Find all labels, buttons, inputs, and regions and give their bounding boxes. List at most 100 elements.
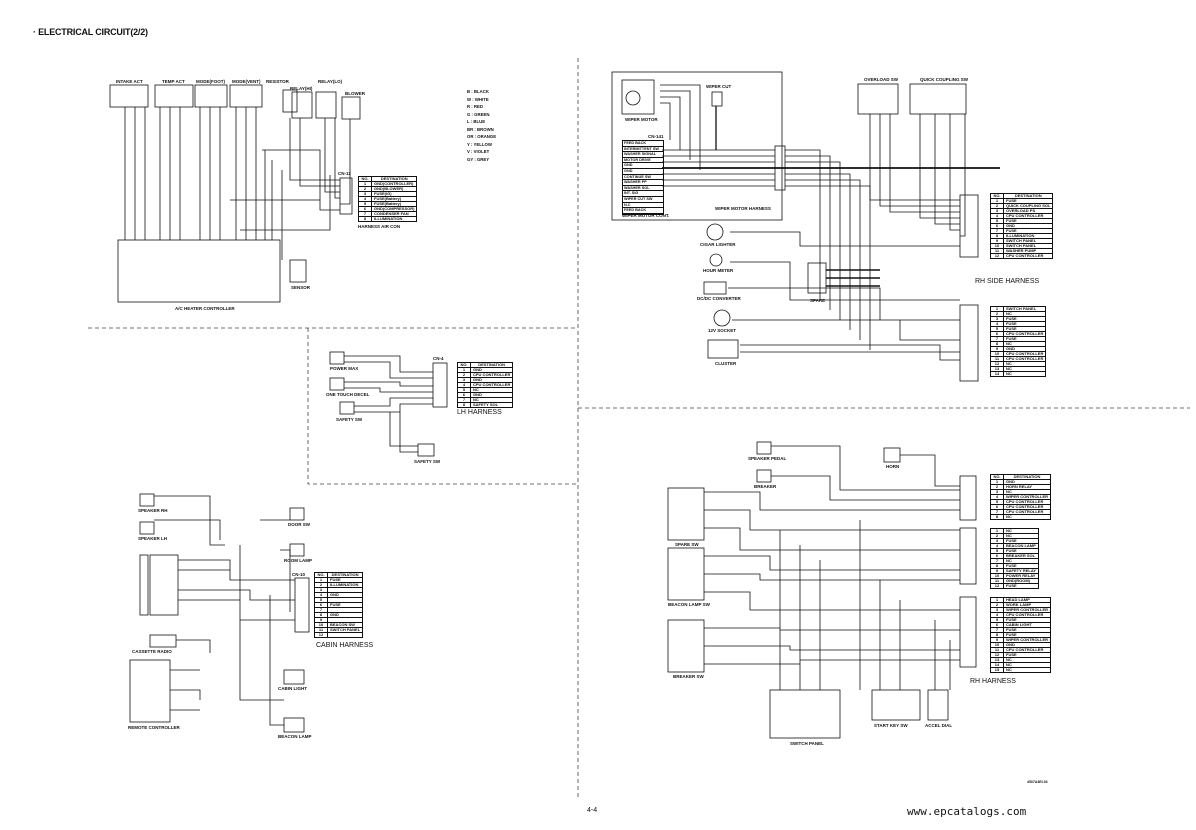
wiper-controller-pin: GND [623, 169, 663, 175]
legend-item: OR : ORANGE [467, 134, 497, 139]
legend-item: GY : GREY [467, 156, 490, 162]
ac-controller-label: A/C HEATER CONTROLLER [175, 306, 235, 311]
hour-meter-label: HOUR METER [703, 268, 734, 273]
pin-number: 8 [457, 402, 471, 408]
mode-vent-label: MODE(VENT) [232, 79, 261, 84]
pin-destination: SAFETY SOL [469, 402, 514, 408]
cabin-wires [154, 495, 295, 726]
wire-color-legend: B : BLACK W : WHITE R : RED G : GREEN L … [467, 88, 496, 163]
legend-item: B : BLACK [467, 89, 489, 94]
lh-section-border [307, 328, 578, 485]
pin-destination: QUICK COUPLING SOL [1002, 203, 1054, 209]
wiper-controller-pin: FEED BACK [623, 141, 663, 147]
aircon-wires [124, 107, 351, 260]
pin-destination: CPU CONTROLLER [1002, 351, 1047, 357]
pin-destination: SWITCH PANEL [326, 627, 364, 633]
beacon-lamp-sw-label: BEACON LAMP SW [668, 602, 710, 607]
pin-destination: CPU CONTROLLER [469, 372, 514, 378]
page-title: · ELECTRICAL CIRCUIT(2/2) [33, 27, 148, 37]
legend-item: W : WHITE [467, 96, 489, 102]
watermark-url: www.epcatalogs.com [907, 805, 1027, 818]
rh-components [667, 441, 977, 739]
pin-number: 12 [990, 583, 1004, 589]
spare-sw-label: SPARE SW [675, 542, 699, 547]
legend-item: L : BLUE [467, 119, 486, 124]
pin-destination: ILLUMINATION [326, 582, 364, 588]
door-sw-label: DOOR SW [288, 522, 310, 527]
section-dividers [88, 58, 1190, 800]
cabin-connector-label: CN-10 [292, 572, 306, 577]
pin-number: 12 [990, 253, 1004, 259]
spare-label: SPARE [810, 298, 826, 303]
pin-number: 14 [990, 371, 1004, 377]
pin-destination: CPU CONTROLLER [1002, 356, 1047, 362]
pin-destination: WIPER CONTROLLER [1003, 637, 1051, 643]
dcdc-converter-label: DC/DC CONVERTER [697, 296, 741, 301]
relay-hi-label: RELAY(HI) [290, 86, 313, 91]
speaker-rh-label: SPEAKER RH [138, 508, 168, 513]
rh-side-harness-label: RH SIDE HARNESS [975, 278, 1040, 285]
breaker-label: BREAKER [754, 484, 777, 489]
wiper-harness-label: WIPER MOTOR HARNESS [715, 206, 771, 211]
pin-number: 8 [358, 216, 372, 222]
pin-destination: FUSE [1002, 583, 1040, 589]
wiper-controller-pin: GND [623, 163, 663, 169]
wiper-controller-pin: FEED BACK [623, 208, 663, 214]
aircon-components [109, 84, 361, 303]
cabin-light-label: CABIN LIGHT [278, 686, 307, 691]
pin-destination: WIPER CONTROLLER [1003, 607, 1051, 613]
cabin-harness-label: CABIN HARNESS [316, 642, 374, 649]
pin-destination: SAFETY RELAY [1002, 568, 1040, 574]
remote-controller-label: REMOTE CONTROLLER [128, 725, 180, 730]
wiper-controller-pin: INT. SIG [623, 191, 663, 197]
legend-item: Y : YELLOW [467, 141, 492, 147]
table-header: NO.DESTINATION [457, 362, 514, 368]
speaker-pedal-label: SPEAKER PEDAL [748, 456, 787, 461]
pin-number: 12 [314, 632, 328, 638]
beacon-lamp-label: BEACON LAMP [278, 734, 312, 739]
speaker-lh-label: SPEAKER LH [138, 536, 168, 541]
resistor-label: RESISTOR [266, 79, 289, 84]
blower-label: BLOWER [345, 91, 365, 96]
lh-components [329, 351, 448, 457]
wiper-controller-pin: INTERMITTENT SW [623, 147, 663, 153]
lh-harness-label: LH HARNESS [457, 409, 502, 416]
wiper-motor-label: WIPER MOTOR [625, 117, 658, 122]
horn-label: HORN [886, 464, 900, 469]
rh-harness-label: RH HARNESS [970, 678, 1016, 685]
room-lamp-label: ROOM LAMP [284, 558, 312, 563]
wiper-controller-label: WIPER MOTOR CONT. [622, 213, 670, 218]
pin-destination: CPU CONTROLLER [1002, 331, 1047, 337]
legend-item: R : RED [467, 104, 483, 109]
wiper-cut-label: WIPER CUT [706, 84, 732, 89]
wiper-wires [660, 84, 1000, 350]
pin-destination: BREAKER SOL [1002, 553, 1040, 559]
temp-actuator-label: TEMP ACT [162, 79, 185, 84]
aircon-harness-label: HARNESS AIR CON [358, 224, 401, 229]
aircon-connector-label: CN-11 [338, 171, 351, 176]
pin-destination: CPU CONTROLLER [469, 382, 514, 388]
pin-destination: NC [1002, 371, 1047, 377]
pin-destination: GND(COMPRESSOR) [370, 206, 418, 212]
wiper-controller-pin: WASHER SOL [623, 186, 663, 192]
lh-connector-label: CN-4 [433, 356, 444, 361]
wiper-controller-pin: WASHER PP [623, 180, 663, 186]
